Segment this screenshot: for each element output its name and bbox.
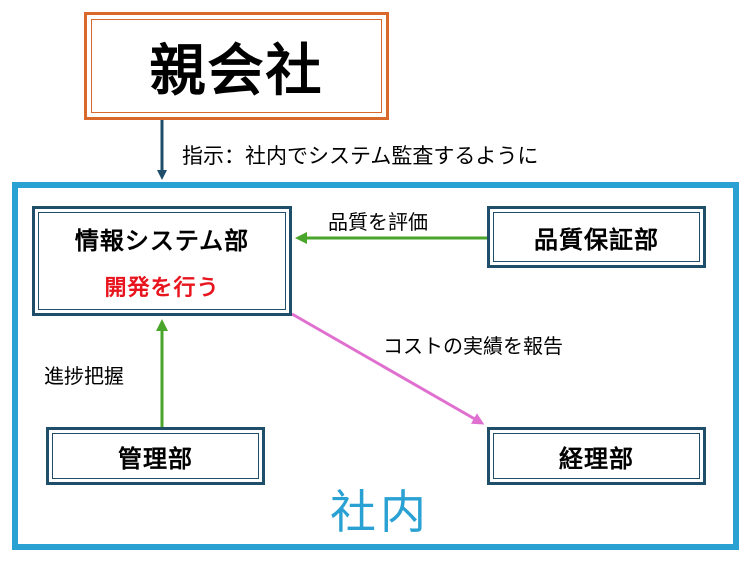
accounting-dept-label: 経理部 — [559, 444, 634, 473]
instruction-label: 指示：社内でシステム監査するように — [182, 144, 539, 168]
parent-company-label: 親会社 — [149, 38, 324, 104]
accounting-dept-box: 経理部 — [487, 427, 706, 485]
info-systems-dept-inner: 情報システム部 開発を行う — [38, 212, 286, 310]
info-systems-dept-sub: 開発を行う — [104, 275, 220, 301]
management-dept-inner: 管理部 — [52, 433, 259, 479]
management-dept-box: 管理部 — [46, 427, 265, 485]
management-dept-label: 管理部 — [118, 444, 193, 473]
quality-dept-box: 品質保証部 — [487, 206, 706, 268]
quality-eval-label: 品質を評価 — [328, 210, 428, 234]
progress-label: 進捗把握 — [44, 364, 124, 388]
parent-company-box: 親会社 — [84, 12, 389, 120]
quality-dept-label: 品質保証部 — [534, 225, 659, 254]
accounting-dept-inner: 経理部 — [493, 433, 700, 479]
parent-company-inner: 親会社 — [91, 19, 382, 113]
company-label: 社内 — [330, 485, 430, 539]
cost-report-label: コストの実績を報告 — [383, 334, 563, 358]
info-systems-dept-label: 情報システム部 — [74, 226, 250, 255]
info-systems-dept-box: 情報システム部 開発を行う — [32, 206, 292, 316]
quality-dept-inner: 品質保証部 — [493, 212, 700, 262]
